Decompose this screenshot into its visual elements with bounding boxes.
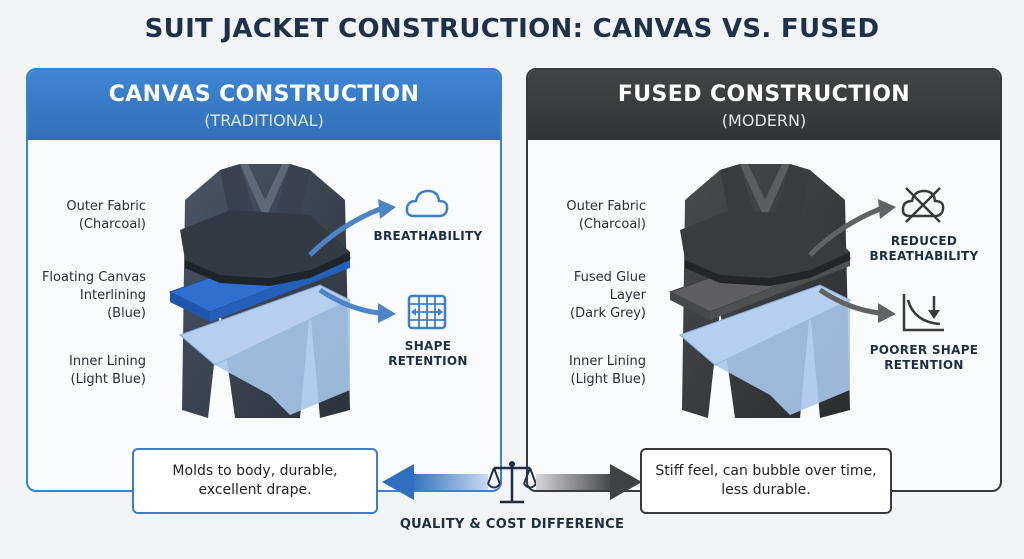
canvas-subheading: (TRADITIONAL) bbox=[204, 111, 324, 130]
canvas-label-inner-lining: Inner Lining (Light Blue) bbox=[69, 354, 146, 387]
canvas-feature-arrows bbox=[308, 199, 396, 323]
fused-panel-header: FUSED CONSTRUCTION (MODERN) bbox=[528, 70, 1000, 140]
canvas-jacket-illustration bbox=[168, 164, 352, 418]
fused-feature-arrows bbox=[808, 199, 896, 323]
canvas-panel: CANVAS CONSTRUCTION (TRADITIONAL) bbox=[26, 68, 502, 492]
declining-chart-icon bbox=[902, 294, 944, 332]
comparison-arrow-right bbox=[536, 464, 642, 500]
canvas-feature-shape-retention: SHAPE RETENTION bbox=[388, 339, 468, 368]
grid-shape-icon bbox=[407, 294, 447, 330]
cloud-icon bbox=[405, 189, 449, 218]
canvas-label-floating-canvas: Floating Canvas Interlining (Blue) bbox=[41, 270, 146, 321]
fused-heading: FUSED CONSTRUCTION bbox=[617, 82, 911, 107]
canvas-label-outer-fabric: Outer Fabric (Charcoal) bbox=[66, 199, 146, 232]
comparison-arrow-left bbox=[382, 464, 488, 500]
canvas-heading: CANVAS CONSTRUCTION bbox=[108, 82, 420, 107]
canvas-panel-header: CANVAS CONSTRUCTION (TRADITIONAL) bbox=[28, 70, 500, 140]
canvas-feature-breathability: BREATHABILITY bbox=[373, 229, 483, 243]
fused-label-glue-layer: Fused Glue Layer (Dark Grey) bbox=[570, 270, 646, 321]
fused-feature-reduced-breathability: REDUCED BREATHABILITY bbox=[869, 234, 979, 263]
fused-label-outer-fabric: Outer Fabric (Charcoal) bbox=[566, 199, 646, 232]
fused-subheading: (MODERN) bbox=[721, 111, 807, 130]
fused-jacket-illustration bbox=[668, 164, 852, 418]
fused-summary-box: Stiff feel, can bubble over time, less d… bbox=[640, 448, 892, 514]
fused-label-inner-lining: Inner Lining (Light Blue) bbox=[569, 354, 646, 387]
crossed-cloud-icon bbox=[901, 187, 945, 223]
canvas-summary-box: Molds to body, durable, excellent drape. bbox=[132, 448, 378, 514]
page-title: SUIT JACKET CONSTRUCTION: CANVAS VS. FUS… bbox=[144, 14, 880, 44]
comparison-caption: QUALITY & COST DIFFERENCE bbox=[399, 517, 625, 532]
fused-feature-poorer-shape-retention: POORER SHAPE RETENTION bbox=[869, 343, 979, 372]
balance-scale-icon bbox=[487, 461, 537, 504]
